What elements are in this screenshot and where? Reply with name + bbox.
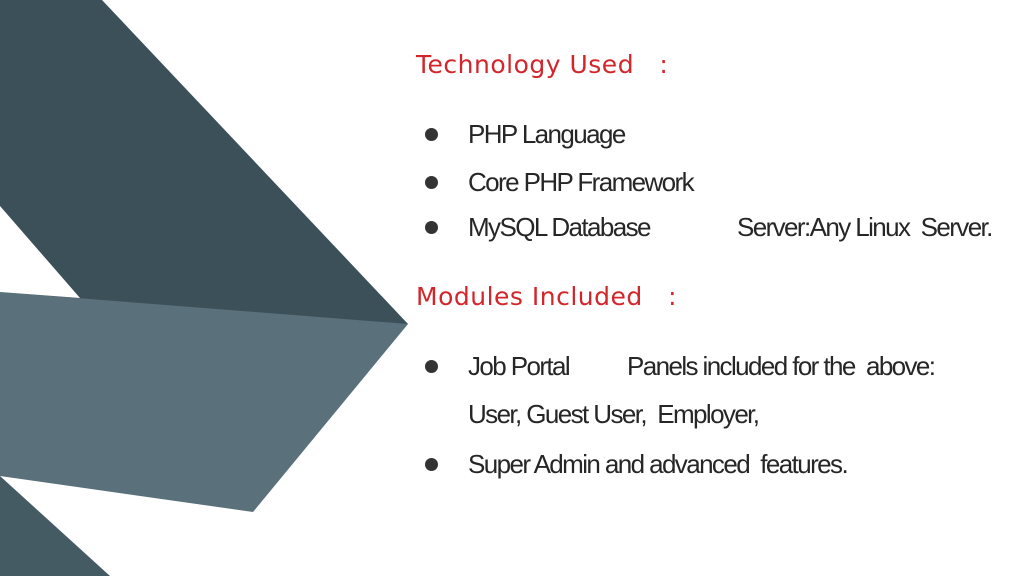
list-item-text: PHP Language bbox=[468, 119, 626, 149]
ribbon-white-notch bbox=[0, 206, 80, 298]
modules-heading: Modules Included : bbox=[416, 282, 678, 311]
ribbon-lower-tail bbox=[0, 476, 110, 576]
bullet-icon bbox=[425, 360, 438, 373]
bullet-icon bbox=[425, 221, 438, 234]
panels-text: Panels included for the above: bbox=[627, 351, 936, 381]
list-item-text: Super Admin and advanced features. bbox=[468, 449, 849, 479]
server-text: Server:Any Linux Server. bbox=[737, 212, 993, 242]
bullet-icon bbox=[425, 128, 438, 141]
list-item-text: Core PHP Framework bbox=[468, 167, 695, 197]
list-item-text: Job Portal bbox=[468, 351, 571, 381]
ribbon-upper-band bbox=[0, 0, 408, 324]
technology-heading: Technology Used : bbox=[416, 50, 669, 79]
ribbon-lower-band bbox=[0, 292, 408, 512]
list-item-text: MySQL Database bbox=[468, 212, 651, 242]
bullet-icon bbox=[425, 458, 438, 471]
bullet-icon bbox=[425, 176, 438, 189]
list-item-text: User, Guest User, Employer, bbox=[468, 399, 760, 429]
